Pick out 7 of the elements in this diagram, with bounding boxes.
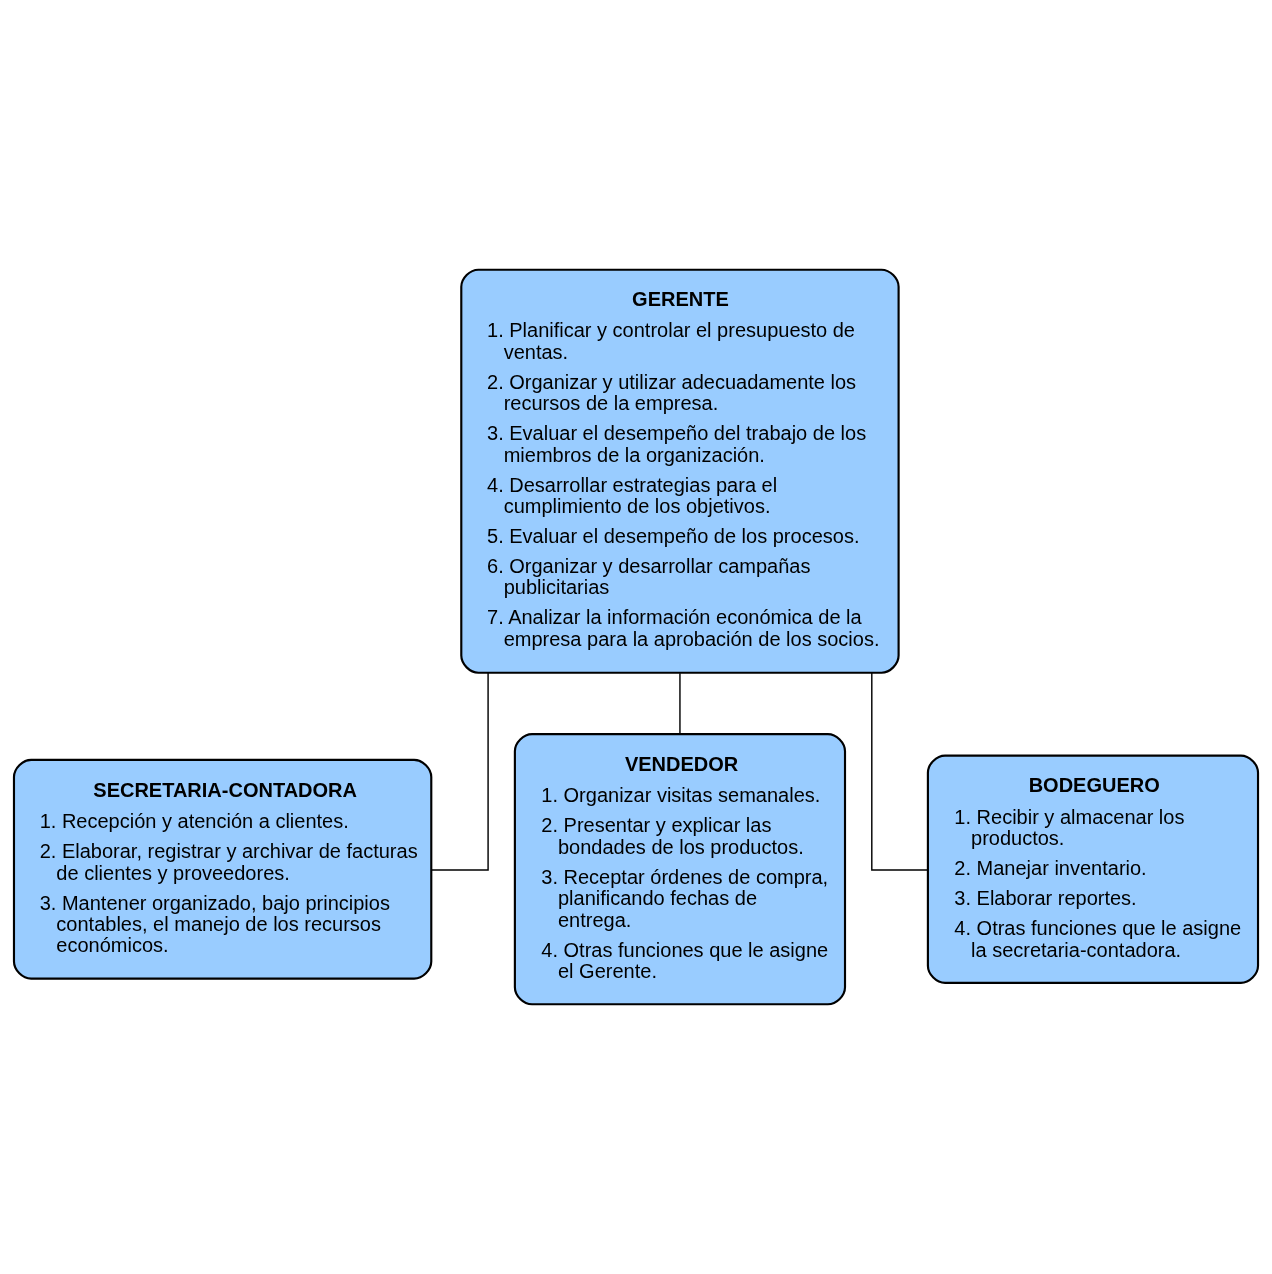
node-box: BODEGUERO 1. Recibir y almacenar los productos. 2. Manejar inventario. 3. Elaborar reportes. 4. Otras funciones que le asigne la secretaria-contadora.	[926, 754, 1260, 984]
connector	[679, 672, 681, 735]
connector	[431, 672, 489, 871]
node-box: VENDEDOR 1. Organizar visitas semanales. 2. Presentar y explicar las bondades de los productos. 3. Receptar órdenes de compra, planificando fechas de entrega. 4. Otras funciones que le asigne el Gerente.	[513, 733, 847, 1006]
node-box: GERENTE 1. Planificar y controlar el presupuesto de ventas. 2. Organizar y utilizar adecuadamente los recursos de la empresa. 3. Evaluar el desempeño del trabajo de los miembros de la organización. 4. Desarrollar estrategias para el cumplimiento de los objetivos. 5. Evaluar el desempeño de los procesos. 6. Organizar y desarrollar campañas publicitarias 7. Analizar la información económica de la empresa para la aprobación de los socios.	[460, 268, 900, 674]
node-box: SECRETARIA-CONTADORA 1. Recepción y atención a clientes. 2. Elaborar, registrar y archivar de facturas de clientes y proveedores. 3. Mantener organizado, bajo principios contables, el manejo de los recursos económicos.	[12, 758, 433, 980]
connector	[871, 672, 929, 871]
